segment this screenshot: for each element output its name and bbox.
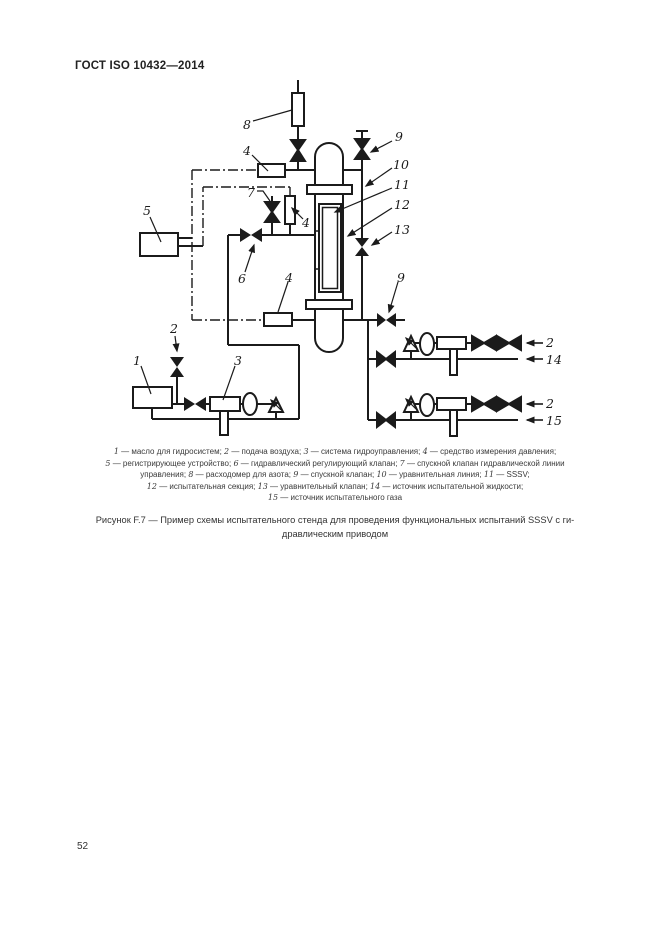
callout-gas-source: 15 [546,413,562,428]
callout-equalizing-valve: 13 [394,222,410,237]
instrument-signal-lines [191,169,291,321]
callout-recorder: 5 [143,203,151,218]
drain-valve-9-bottom [377,313,396,327]
callout-control-system: 3 [234,353,242,368]
process-lines [151,169,405,420]
callout-air-bottom: 2 [545,396,554,411]
callout-equalizing-line: 10 [393,157,409,172]
pressure-gauge-mid [284,195,296,235]
test-vessel [305,142,353,353]
gas-injection-unit [368,394,543,436]
callout-gauge-mid: 4 [301,215,310,230]
callout-gauge-bottom: 4 [284,270,293,285]
equalizing-valve-13 [355,238,369,256]
figure-caption-line2: дравлическим приводом [281,529,389,539]
legend-line: 15 — источник испытательного газа [267,493,403,502]
figure-caption: Рисунок F.7 — Пример схемы испытательног… [55,513,615,541]
callout-oil-tank: 1 [133,353,141,368]
callout-liquid-source: 14 [546,352,562,367]
recorder-5 [139,232,203,257]
nitrogen-flowmeter-8 [289,80,307,170]
figure-caption-line1: Рисунок F.7 — Пример схемы испытательног… [95,515,575,525]
pressure-gauge-bottom [263,312,293,327]
legend-line: 12 — испытательная секция; 13 — уравните… [146,481,524,491]
callout-bleed-valve: 7 [247,185,255,200]
legend-line: управления; 8 — расходомер для азота; 9 … [140,470,530,479]
callout-flowmeter: 8 [243,117,251,132]
callout-test-section: 12 [394,197,410,212]
callout-leaders [140,109,399,401]
bleed-valve-7 [263,196,281,235]
hydraulic-control-system-3 [209,392,285,436]
callout-sssv: 11 [394,177,410,192]
air-inlet-valve-2 [170,357,184,377]
page-number: 52 [77,841,89,852]
callout-air-left: 2 [169,321,178,336]
oil-supply-valve [184,397,206,411]
liquid-injection-unit [368,333,543,375]
callout-gauge-top: 4 [242,143,251,158]
callout-labels: 8 4 9 10 11 12 13 5 7 4 6 4 9 2 1 3 2 14… [133,117,562,428]
callout-air-top: 2 [545,335,554,350]
callout-control-valve: 6 [238,271,246,286]
legend-line: 5 — регистрирующее устройство; 6 — гидра… [105,458,565,468]
oil-tank-1 [132,386,173,409]
callout-vent-valve-top: 9 [395,129,403,144]
standard-header: ГОСТ ISO 10432—2014 [75,60,205,72]
pressure-gauge-top [257,163,286,178]
legend-line: 1 — масло для гидросистем; 2 — подача во… [113,447,557,456]
vent-valve-9-top [353,130,371,170]
callout-drain-valve: 9 [397,270,405,285]
regulating-valve-6 [240,228,262,242]
figure-legend: 1 — масло для гидросистем; 2 — подача во… [55,446,615,504]
